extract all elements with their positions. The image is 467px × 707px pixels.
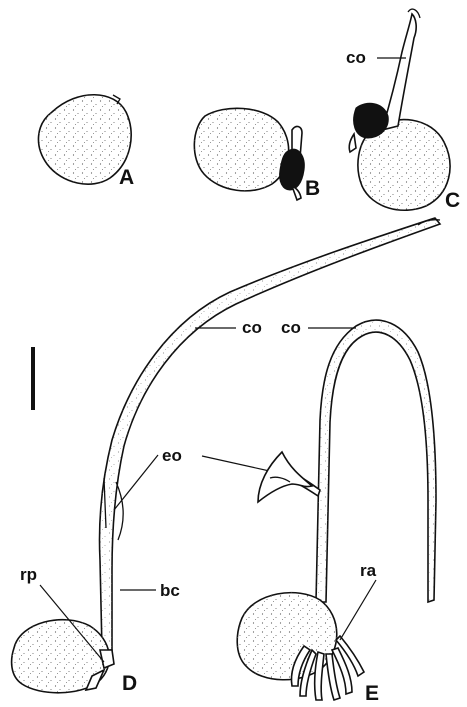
stage-label-b: B xyxy=(305,177,320,200)
label-bc: bc xyxy=(160,581,180,600)
seed-c xyxy=(349,9,450,210)
label-ra: ra xyxy=(360,561,377,580)
leader-ra xyxy=(340,580,376,640)
stage-label-e: E xyxy=(365,682,379,705)
seedling-e xyxy=(237,320,436,700)
stage-label-d: D xyxy=(122,672,137,695)
label-eo: eo xyxy=(162,446,182,465)
label-co-c: co xyxy=(346,48,366,67)
stage-label-c: C xyxy=(445,189,460,212)
label-co-e: co xyxy=(281,318,301,337)
label-rp: rp xyxy=(20,565,37,584)
seed-a xyxy=(38,95,131,184)
seed-b xyxy=(194,108,304,200)
leader-eo-e xyxy=(202,456,274,472)
stage-label-a: A xyxy=(119,166,134,189)
seedling-d xyxy=(12,218,440,693)
label-co-d: co xyxy=(242,318,262,337)
